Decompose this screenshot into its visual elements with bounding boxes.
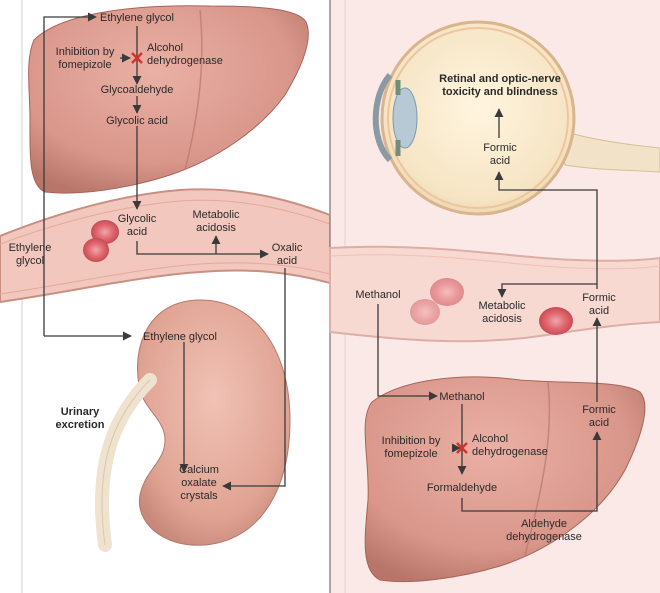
cornea xyxy=(372,72,393,163)
lens xyxy=(392,87,418,149)
arrow-blood-to-liver xyxy=(43,12,97,336)
red-blood-cell xyxy=(539,307,573,335)
label-oxalic-line2: acid xyxy=(277,255,297,267)
vessel-wall-line-right xyxy=(329,254,660,270)
label-retinal-line1: Retinal and optic-nerve xyxy=(439,73,561,85)
label-formic-eye-line2: acid xyxy=(490,155,510,167)
label-retinal-line2: toxicity and blindness xyxy=(442,86,558,98)
label-glycolic-blood-line1: Glycolic xyxy=(118,213,157,225)
label-calcium-line1: Calcium xyxy=(179,464,219,476)
label-calcium-line3: crystals xyxy=(180,490,218,502)
label-glycoaldehyde: Glycoaldehyde xyxy=(101,84,174,96)
label-ethylene-glycol-liver: Ethylene glycol xyxy=(100,12,174,24)
label-urinary-line2: excretion xyxy=(56,419,105,431)
right-panel: Retinal and optic-nerve toxicity and bli… xyxy=(329,0,660,593)
label-ethylene-glycol-kidney: Ethylene glycol xyxy=(143,331,217,343)
label-inhibition-line2: fomepizole xyxy=(58,59,111,71)
label-enzyme-line1-right: Alcohol xyxy=(472,433,508,445)
red-blood-cell xyxy=(91,220,119,244)
label-eg-blood-line2: glycol xyxy=(16,255,44,267)
label-inhibition-line2-right: fomepizole xyxy=(384,448,437,460)
red-blood-cell xyxy=(430,278,464,306)
vessel-wall-line-left xyxy=(0,199,331,245)
arrow-methanol-to-liver xyxy=(377,304,438,401)
arrow-glycolic-to-oxalic xyxy=(136,241,269,259)
vessel-wall-line-left-2 xyxy=(0,262,331,295)
label-metabolic-line2-right: acidosis xyxy=(482,313,522,325)
liver-lobe-line-right xyxy=(524,381,551,556)
label-formic-eye-line1: Formic xyxy=(483,142,517,154)
liver-illustration-right xyxy=(364,376,646,583)
label-aldehyde-line1: Aldehyde xyxy=(521,518,567,530)
label-aldehyde-line2: dehydrogenase xyxy=(506,531,582,543)
label-methanol-blood: Methanol xyxy=(355,289,400,301)
label-urinary-line1: Urinary xyxy=(61,406,100,418)
label-formic-liver-line1: Formic xyxy=(582,404,616,416)
label-metabolic-line2-left: acidosis xyxy=(196,222,236,234)
label-formic-blood-line1: Formic xyxy=(582,292,616,304)
red-blood-cell xyxy=(410,299,440,325)
label-formic-blood-line2: acid xyxy=(589,305,609,317)
arrow-blood-formic-to-eye xyxy=(494,171,598,289)
left-panel: Ethylene glycol Inhibition by fomepizole… xyxy=(0,0,331,593)
eye-illustration xyxy=(372,20,660,216)
inhibition-x-mark-left xyxy=(131,52,143,64)
arrow-formaldehyde-to-formic xyxy=(461,431,602,512)
label-enzyme-line2: dehydrogenase xyxy=(147,55,223,67)
label-enzyme-line2-right: dehydrogenase xyxy=(472,446,548,458)
inhibition-x-mark-right xyxy=(456,442,468,454)
label-inhibition-line1: Inhibition by xyxy=(56,46,115,58)
optic-nerve xyxy=(559,129,660,173)
liver-illustration-left xyxy=(28,5,309,194)
arrow-oxalic-to-crystals xyxy=(222,268,286,491)
label-formic-liver-line2: acid xyxy=(589,417,609,429)
liver-lobe-line-left xyxy=(184,9,203,171)
label-glycolic-blood-line2: acid xyxy=(127,226,147,238)
label-metabolic-line1-left: Metabolic xyxy=(192,209,240,221)
label-eg-blood-line1: Ethylene xyxy=(9,242,52,254)
label-metabolic-line1-right: Metabolic xyxy=(478,300,526,312)
label-oxalic-line1: Oxalic xyxy=(272,242,303,254)
label-formaldehyde: Formaldehyde xyxy=(427,482,497,494)
label-methanol-liver: Methanol xyxy=(439,391,484,403)
label-inhibition-line1-right: Inhibition by xyxy=(382,435,441,447)
arrow-to-metabolic-acidosis-right xyxy=(497,283,597,298)
label-enzyme-line1: Alcohol xyxy=(147,42,183,54)
label-calcium-line2: oxalate xyxy=(181,477,216,489)
label-glycolic-acid-liver: Glycolic acid xyxy=(106,115,168,127)
red-blood-cell xyxy=(83,238,109,262)
ureter-outline xyxy=(101,379,151,546)
